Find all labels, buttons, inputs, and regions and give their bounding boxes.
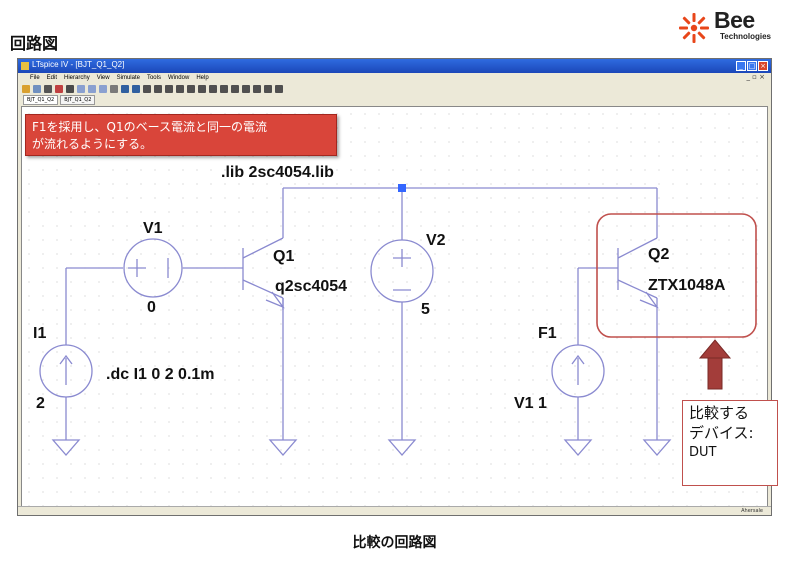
menu-help[interactable]: Help — [196, 75, 209, 81]
bee-logo: Bee Technologies — [676, 7, 780, 46]
callout-line-3: DUT — [689, 445, 717, 460]
zoom-fit-icon[interactable] — [99, 85, 107, 93]
wires — [65, 187, 658, 440]
i1-value: 2 — [36, 395, 45, 412]
junction-dot — [398, 184, 406, 192]
capacitor-icon[interactable] — [154, 85, 162, 93]
callout-line-2: デバイス: — [689, 424, 754, 442]
annotation-note: F1を採用し、Q1のベース電流と同一の電流 が流れるようにする。 — [25, 114, 337, 156]
app-icon — [21, 62, 29, 70]
v1-source-icon — [123, 238, 183, 298]
move-icon[interactable] — [198, 85, 206, 93]
ground-icon[interactable] — [132, 85, 140, 93]
tab-schematic[interactable]: BJT_Q1_Q2 — [23, 95, 59, 105]
print-icon[interactable] — [44, 85, 52, 93]
zoom-out-icon[interactable] — [88, 85, 96, 93]
document-tabs: BJT_Q1_Q2 BJT_Q1_Q2 — [18, 95, 771, 105]
window-title: LTspice IV - [BJT_Q1_Q2] — [32, 60, 125, 69]
v1-name: V1 — [143, 220, 163, 237]
q2-transistor-icon — [617, 237, 659, 309]
rotate-icon[interactable] — [242, 85, 250, 93]
lib-directive[interactable]: .lib 2sc4054.lib — [221, 164, 334, 181]
v2-source-icon — [370, 239, 434, 303]
resistor-icon[interactable] — [143, 85, 151, 93]
window-titlebar[interactable]: LTspice IV - [BJT_Q1_Q2] _ □ × — [18, 59, 771, 73]
close-icon[interactable]: × — [758, 61, 768, 71]
halt-icon[interactable] — [66, 85, 74, 93]
open-icon[interactable] — [22, 85, 30, 93]
maximize-icon[interactable]: □ — [747, 61, 757, 71]
spice-directive-icon[interactable] — [275, 85, 283, 93]
menu-bar: File Edit Hierarchy View Simulate Tools … — [18, 73, 771, 83]
menu-edit[interactable]: Edit — [46, 75, 58, 81]
minimize-icon[interactable]: _ — [736, 61, 746, 71]
menu-file[interactable]: File — [30, 75, 40, 81]
f1-name: F1 — [538, 325, 557, 342]
tab-waveform[interactable]: BJT_Q1_Q2 — [60, 95, 96, 105]
mdi-controls-icon[interactable]: _ ▫ × — [746, 73, 765, 81]
note-line-2: が流れるようにする。 — [32, 137, 153, 151]
v2-value: 5 — [421, 301, 430, 318]
logo-word: Bee — [714, 7, 755, 33]
status-text: Ahersale — [741, 508, 763, 514]
inductor-icon[interactable] — [165, 85, 173, 93]
ground-icon — [563, 439, 593, 456]
dut-highlight-box — [596, 213, 757, 338]
menu-hierarchy[interactable]: Hierarchy — [64, 75, 90, 81]
mirror-icon[interactable] — [253, 85, 261, 93]
q2-name: Q2 — [648, 246, 670, 263]
run-icon[interactable] — [55, 85, 63, 93]
dc-directive[interactable]: .dc I1 0 2 0.1m — [106, 366, 215, 383]
menu-view[interactable]: View — [96, 75, 110, 81]
menu-window[interactable]: Window — [167, 75, 190, 81]
ground-symbols — [51, 439, 672, 456]
bee-logo-mark-icon — [679, 13, 709, 43]
diode-icon[interactable] — [176, 85, 184, 93]
v1-value: 0 — [147, 299, 156, 316]
text-icon[interactable] — [264, 85, 272, 93]
v2-name: V2 — [426, 232, 446, 249]
up-arrow-icon — [698, 339, 732, 390]
status-bar: Ahersale — [18, 506, 771, 515]
tile-icon[interactable] — [110, 85, 118, 93]
q1-name: Q1 — [273, 248, 295, 265]
menu-tools[interactable]: Tools — [146, 75, 161, 81]
drag-icon[interactable] — [209, 85, 217, 93]
figure-caption: 比較の回路図 — [352, 535, 437, 551]
slide-title: 回路図 — [10, 34, 59, 53]
logo-subtitle: Technologies — [720, 32, 771, 41]
callout-line-1: 比較する — [689, 404, 750, 422]
wire-icon[interactable] — [121, 85, 129, 93]
f1-value: V1 1 — [514, 395, 547, 412]
ground-icon — [268, 439, 298, 456]
ground-icon — [642, 439, 672, 456]
q1-transistor-icon — [242, 237, 285, 310]
i1-current-source-icon — [39, 344, 93, 398]
note-line-1: F1を採用し、Q1のベース電流と同一の電流 — [32, 120, 268, 134]
save-icon[interactable] — [33, 85, 41, 93]
q2-model: ZTX1048A — [648, 277, 726, 294]
i1-name: I1 — [33, 325, 47, 342]
undo-icon[interactable] — [220, 85, 228, 93]
ground-icon — [51, 439, 81, 456]
q1-model: q2sc4054 — [275, 278, 348, 295]
menu-simulate[interactable]: Simulate — [116, 75, 140, 81]
zoom-in-icon[interactable] — [77, 85, 85, 93]
redo-icon[interactable] — [231, 85, 239, 93]
f1-current-source-icon — [551, 344, 605, 398]
toolbar — [18, 83, 771, 95]
ground-icon — [387, 439, 417, 456]
dut-callout: 比較する デバイス: DUT — [682, 400, 778, 486]
component-icon[interactable] — [187, 85, 195, 93]
